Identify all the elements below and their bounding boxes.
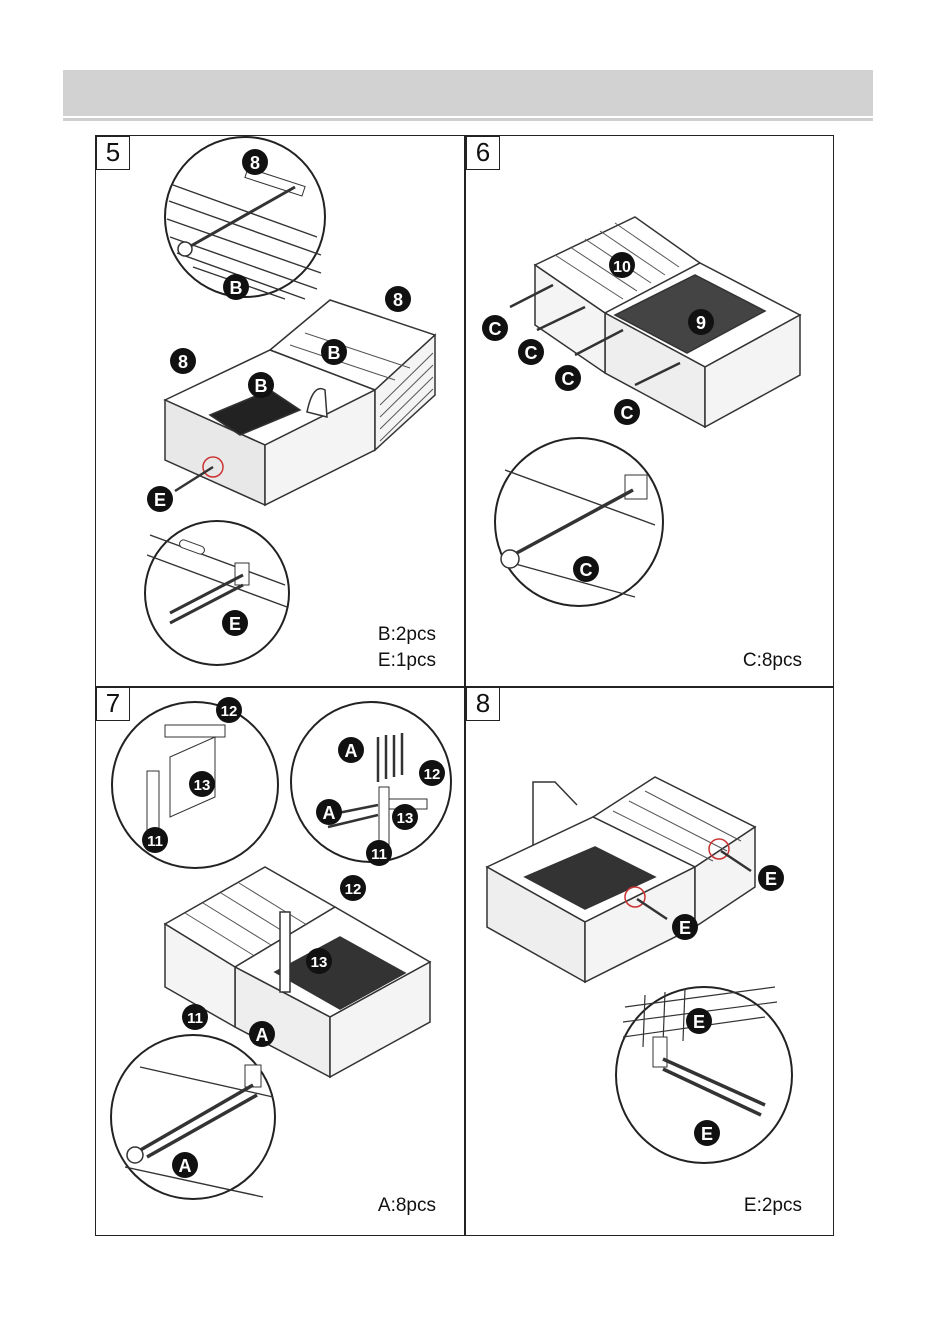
label-c-circle: C: [573, 556, 599, 582]
svg-text:9: 9: [696, 313, 706, 333]
label-13-main: 13: [306, 948, 332, 974]
label-12-main: 12: [340, 875, 366, 901]
quantity-line-2: E:1pcs: [378, 650, 436, 672]
step-8-panel: 8 E E: [465, 687, 834, 1236]
svg-text:E: E: [693, 1012, 705, 1032]
step-7-illustration: 12 13 11 A: [95, 687, 464, 1236]
label-e-center: E: [672, 914, 698, 940]
svg-text:13: 13: [194, 777, 211, 794]
label-c-4: C: [614, 399, 640, 425]
step-6-illustration: 10 9 C C C C: [465, 135, 834, 686]
svg-text:11: 11: [371, 846, 387, 863]
svg-text:B: B: [230, 278, 243, 298]
svg-text:11: 11: [147, 833, 163, 850]
label-11-right: 11: [366, 840, 392, 866]
label-e-zoom-top: E: [686, 1008, 712, 1034]
label-11-main: 11: [182, 1004, 208, 1030]
step-5-illustration: 8 B 8: [95, 135, 464, 686]
label-a-circle: A: [172, 1152, 198, 1178]
label-e-circle: E: [222, 610, 248, 636]
label-13-left: 13: [189, 771, 215, 797]
label-12-right: 12: [419, 760, 445, 786]
svg-text:E: E: [701, 1124, 713, 1144]
label-e-right: E: [758, 865, 784, 891]
label-a-right-bottom: A: [316, 799, 342, 825]
zoom-circle: [495, 438, 663, 606]
svg-text:12: 12: [221, 703, 238, 720]
label-8-top: 8: [242, 149, 268, 175]
svg-text:12: 12: [345, 881, 362, 898]
label-b-center: B: [248, 372, 274, 398]
zoom-circle-bottom: [145, 521, 289, 665]
cage-assembly: [487, 777, 755, 982]
label-c-1: C: [482, 315, 508, 341]
step-8-illustration: E E E E: [465, 687, 834, 1236]
svg-text:E: E: [154, 490, 166, 510]
label-13-right: 13: [392, 804, 418, 830]
quantity-line-1: A:8pcs: [378, 1195, 436, 1217]
svg-text:B: B: [255, 376, 268, 396]
step-7-panel: 7 12 13 11: [95, 687, 464, 1236]
svg-text:C: C: [489, 319, 502, 339]
svg-text:E: E: [679, 918, 691, 938]
label-a-right-top: A: [338, 737, 364, 763]
label-c-3: C: [555, 365, 581, 391]
svg-text:12: 12: [424, 766, 441, 783]
label-a-main: A: [249, 1021, 275, 1047]
svg-text:13: 13: [311, 954, 328, 971]
label-e-zoom-bottom: E: [694, 1120, 720, 1146]
label-9: 9: [688, 309, 714, 335]
label-c-2: C: [518, 339, 544, 365]
quantity-line-1: B:2pcs: [378, 624, 436, 646]
label-e-main: E: [147, 486, 173, 512]
step-6-panel: 6 10 9: [465, 135, 834, 686]
quantity-line-1: E:2pcs: [744, 1195, 802, 1217]
label-8-left: 8: [170, 348, 196, 374]
label-10: 10: [609, 252, 635, 278]
label-b-right: B: [321, 339, 347, 365]
svg-text:10: 10: [613, 259, 631, 276]
label-11-left: 11: [142, 827, 168, 853]
label-12-left: 12: [216, 697, 242, 723]
svg-text:C: C: [621, 403, 634, 423]
svg-text:11: 11: [187, 1010, 203, 1027]
svg-text:B: B: [328, 343, 341, 363]
svg-text:A: A: [179, 1156, 192, 1176]
cage-assembly: [535, 217, 800, 427]
svg-text:8: 8: [393, 290, 403, 310]
label-b-circle: B: [223, 274, 249, 300]
svg-text:13: 13: [397, 810, 414, 827]
svg-text:C: C: [562, 369, 575, 389]
step-5-panel: 5 8 B: [95, 135, 464, 686]
svg-text:8: 8: [250, 153, 260, 173]
header-bar: [63, 70, 873, 116]
label-8-right: 8: [385, 286, 411, 312]
quantity-line-1: C:8pcs: [743, 650, 802, 672]
svg-text:A: A: [345, 741, 358, 761]
svg-text:E: E: [229, 614, 241, 634]
header-rule: [63, 118, 873, 121]
svg-text:C: C: [580, 560, 593, 580]
svg-text:C: C: [525, 343, 538, 363]
svg-text:8: 8: [178, 352, 188, 372]
svg-text:E: E: [765, 869, 777, 889]
svg-text:A: A: [256, 1025, 269, 1045]
svg-text:A: A: [323, 803, 336, 823]
